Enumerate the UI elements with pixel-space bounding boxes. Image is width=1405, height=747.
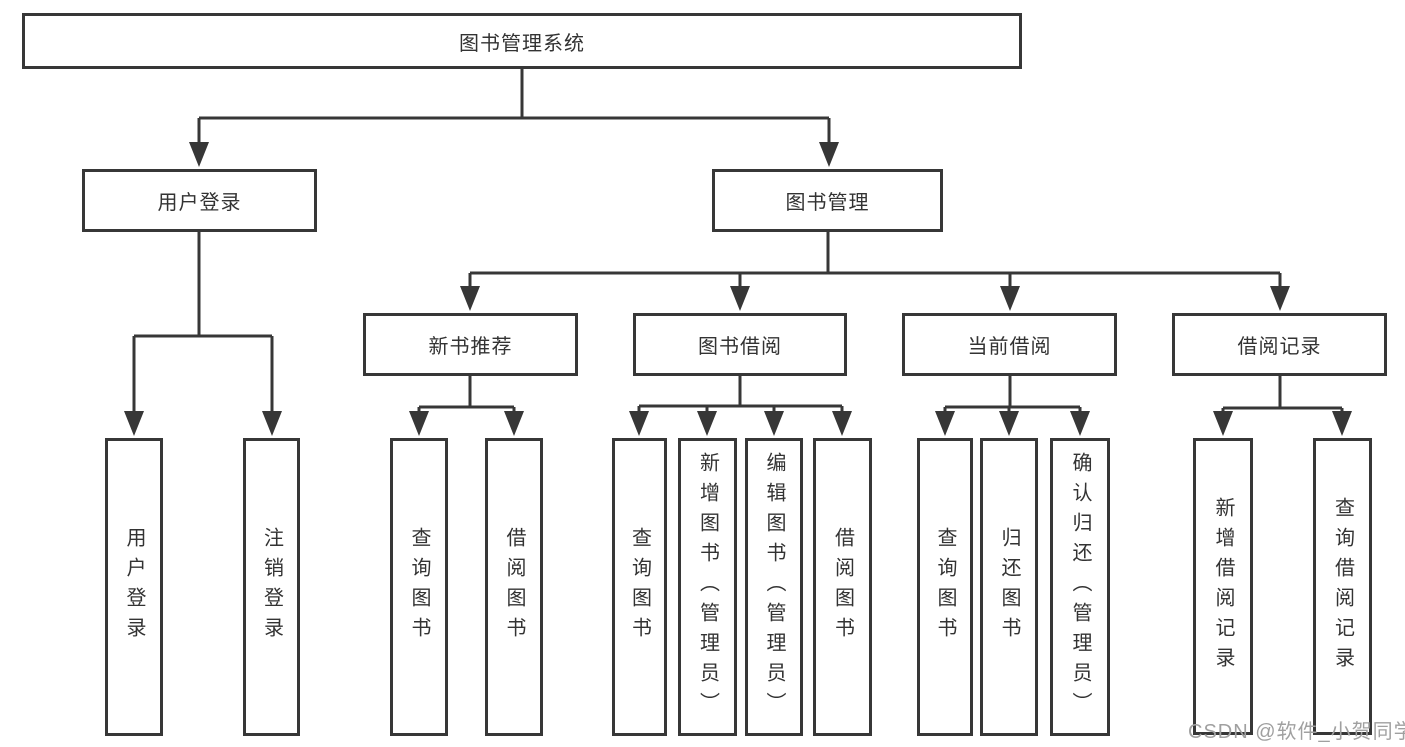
node-root-label: 图书管理系统 (459, 32, 585, 55)
leaf-add-borrow-record: 新增借阅记录 (1193, 438, 1253, 735)
leaf-query-borrow-record: 查询借阅记录 (1313, 438, 1372, 735)
node-new-book-recommend: 新书推荐 (363, 313, 578, 376)
leaf-query-books-3-label: 查询图书 (934, 527, 956, 647)
leaf-confirm-return-admin-label: 确认归还（管理员） (1069, 452, 1091, 722)
node-user-login: 用户登录 (82, 169, 317, 232)
node-current-borrow-label: 当前借阅 (967, 336, 1052, 358)
leaf-user-login: 用户登录 (105, 438, 163, 736)
node-book-borrow: 图书借阅 (633, 313, 847, 376)
leaf-edit-book-admin: 编辑图书（管理员） (745, 438, 803, 736)
leaf-add-borrow-record-label: 新增借阅记录 (1212, 496, 1234, 677)
leaf-logout: 注销登录 (243, 438, 300, 736)
leaf-add-book-admin: 新增图书（管理员） (678, 438, 737, 736)
leaf-add-book-admin-label: 新增图书（管理员） (696, 452, 719, 722)
leaf-query-borrow-record-label: 查询借阅记录 (1331, 496, 1354, 677)
leaf-logout-label: 注销登录 (260, 527, 283, 647)
node-book-management: 图书管理 (712, 169, 943, 232)
node-root: 图书管理系统 (22, 13, 1022, 69)
leaf-return-book: 归还图书 (980, 438, 1038, 736)
leaf-query-books-2-label: 查询图书 (628, 527, 651, 647)
leaf-confirm-return-admin: 确认归还（管理员） (1050, 438, 1110, 736)
leaf-borrow-books-2: 借阅图书 (813, 438, 872, 736)
leaf-borrow-books-2-label: 借阅图书 (831, 527, 854, 647)
node-book-management-label: 图书管理 (785, 192, 870, 214)
node-borrow-records-label: 借阅记录 (1237, 336, 1322, 358)
node-user-login-label: 用户登录 (157, 192, 242, 214)
leaf-query-books-1-label: 查询图书 (408, 527, 430, 647)
leaf-query-books-2: 查询图书 (612, 438, 667, 736)
node-current-borrow: 当前借阅 (902, 313, 1117, 376)
leaf-return-book-label: 归还图书 (998, 527, 1020, 647)
leaf-query-books-3: 查询图书 (917, 438, 973, 736)
leaf-borrow-books-1-label: 借阅图书 (503, 527, 525, 647)
node-book-borrow-label: 图书借阅 (698, 336, 782, 358)
leaf-user-login-label: 用户登录 (123, 527, 145, 647)
node-borrow-records: 借阅记录 (1172, 313, 1387, 376)
connector-paths (124, 69, 1352, 436)
node-new-book-recommend-label: 新书推荐 (428, 336, 513, 358)
leaf-query-books-1: 查询图书 (390, 438, 448, 736)
leaf-borrow-books-1: 借阅图书 (485, 438, 543, 736)
watermark: CSDN @软件_小贺同学 (1188, 721, 1405, 743)
leaf-edit-book-admin-label: 编辑图书（管理员） (763, 452, 785, 722)
